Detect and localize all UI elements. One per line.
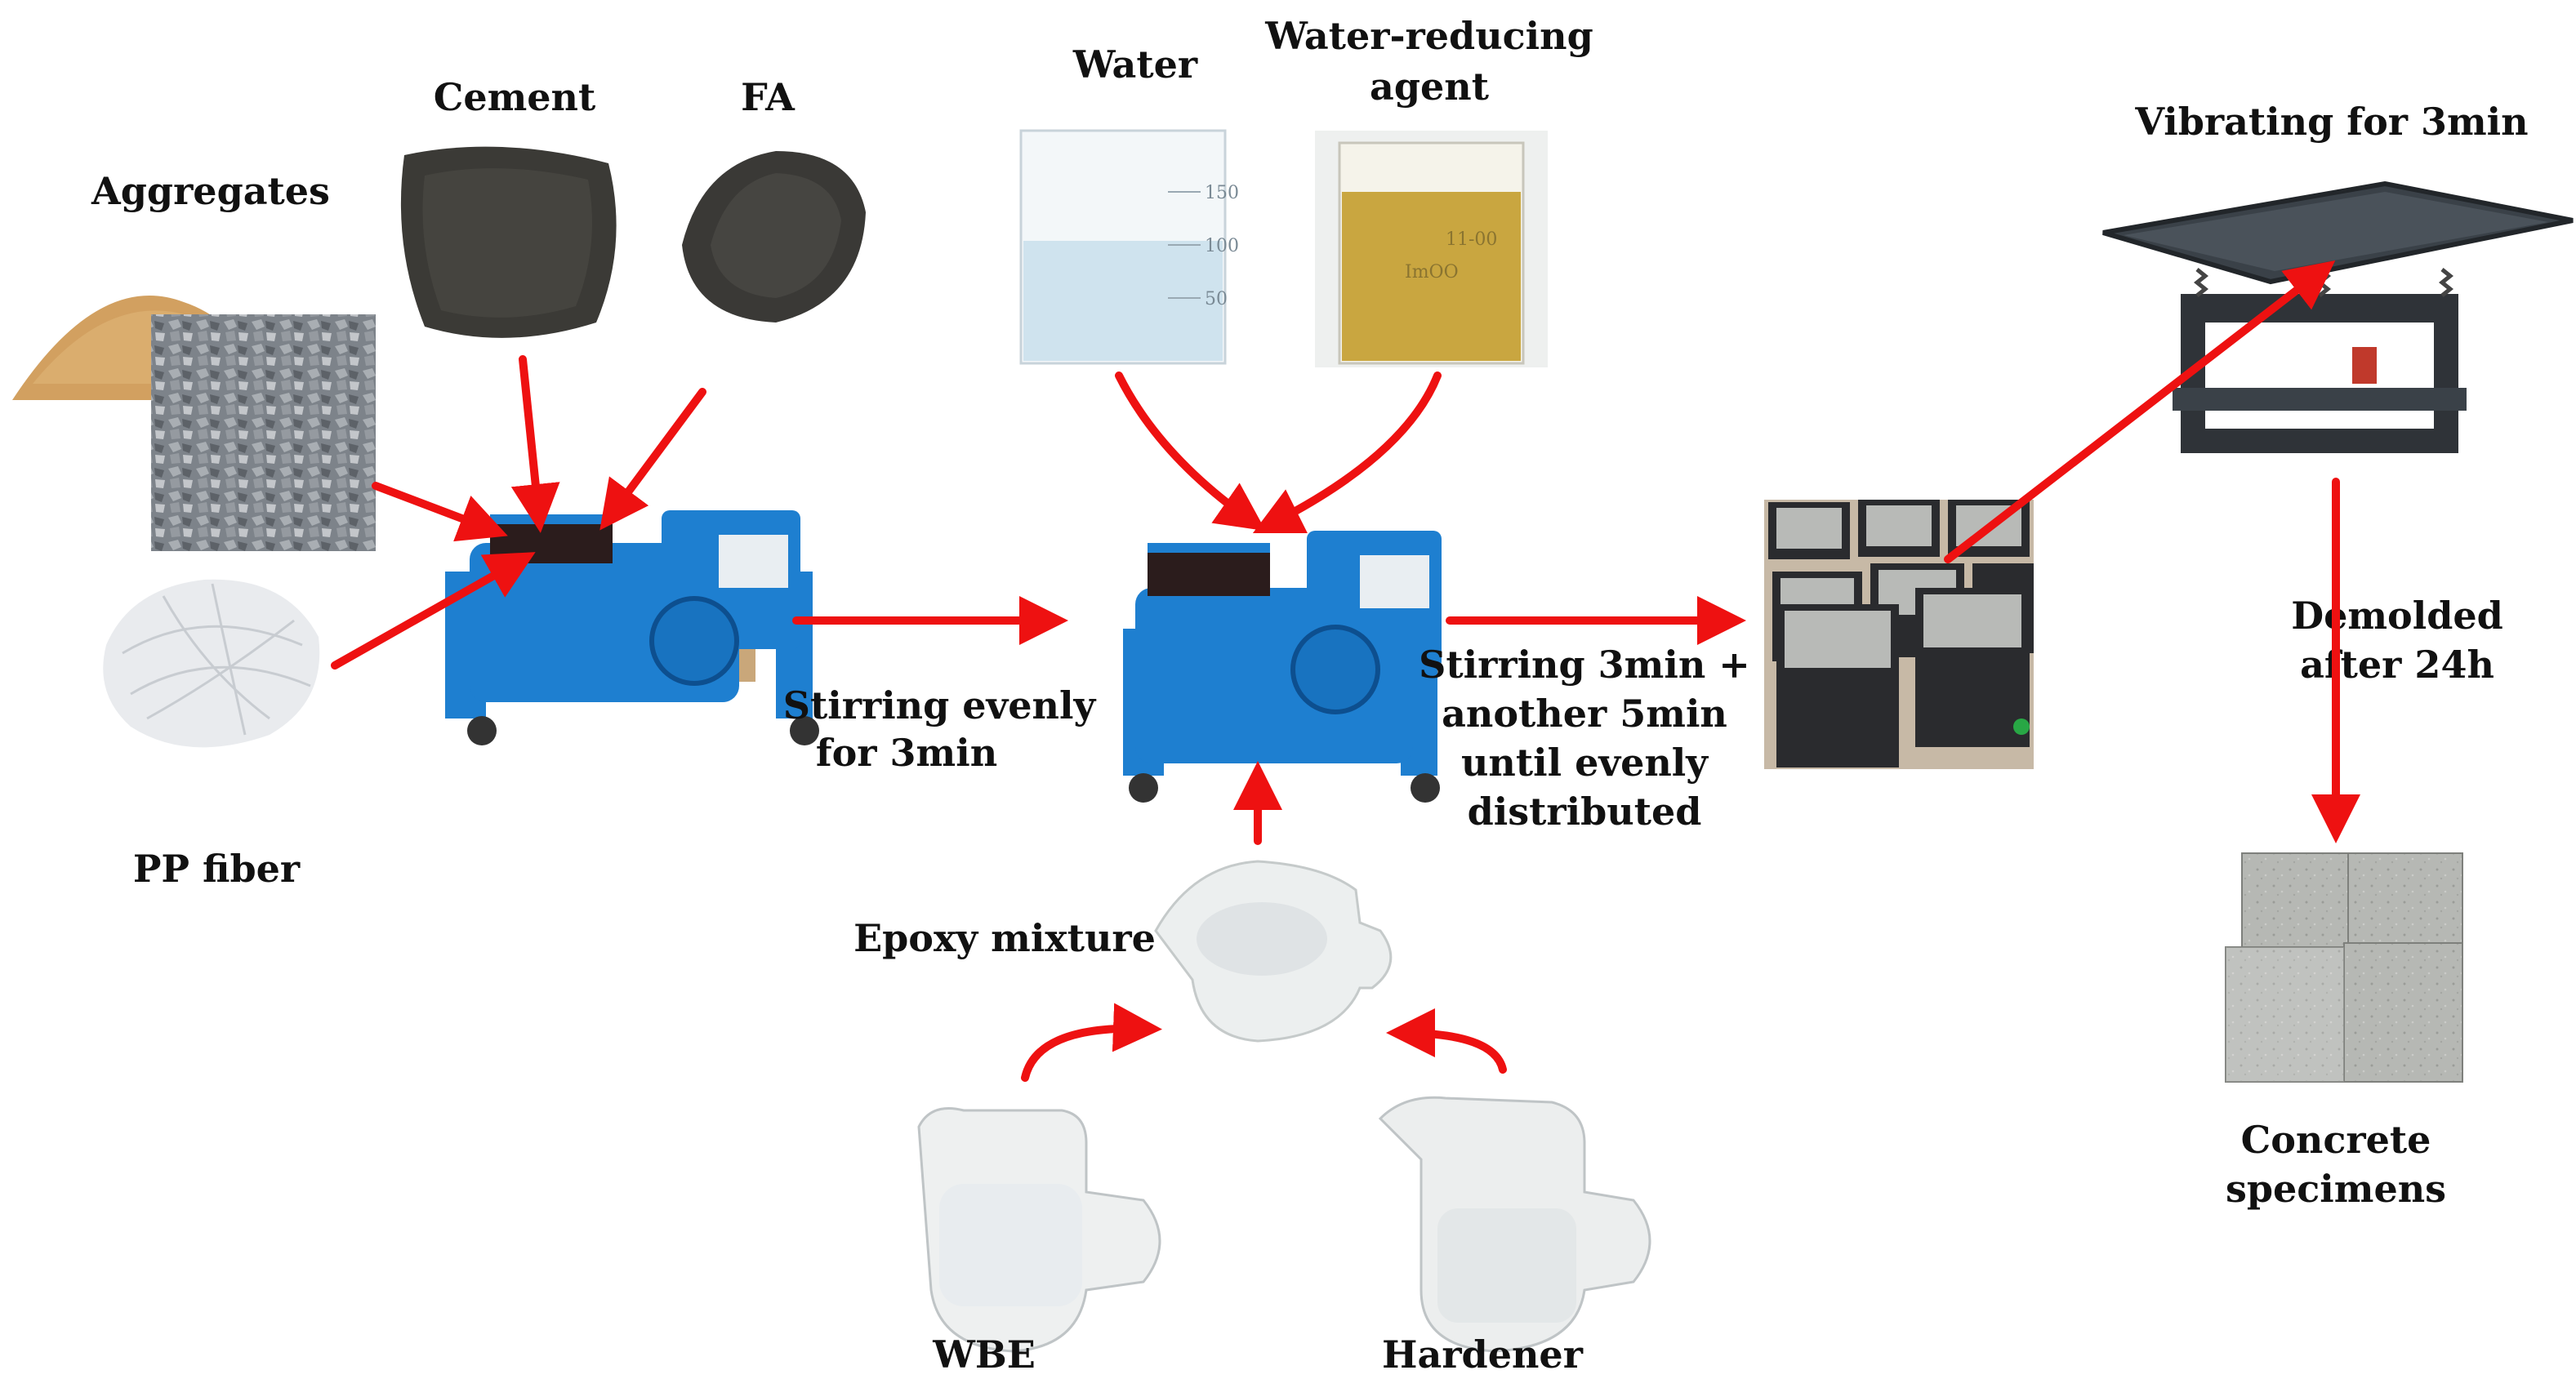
label-stirring-3min-4: distributed bbox=[1468, 790, 1702, 834]
label-concrete-1: Concrete bbox=[2241, 1118, 2431, 1162]
label-demolded-1: Demolded bbox=[2291, 594, 2503, 638]
water-beaker-image: 150 100 50 bbox=[1019, 129, 1239, 365]
arrow-cement-to-mixer bbox=[510, 355, 560, 533]
arrow-water-to-mixer bbox=[1115, 371, 1266, 532]
label-water-reducing-1: Water-reducing bbox=[1264, 14, 1593, 58]
gravel-pile bbox=[151, 314, 376, 551]
fa-image bbox=[682, 151, 866, 323]
arrow-agent-to-mixer bbox=[1252, 371, 1442, 534]
concrete-specimens-image bbox=[2225, 852, 2463, 1083]
agent-mark-2: ImOO bbox=[1405, 262, 1459, 282]
label-wbe: WBE bbox=[932, 1332, 1036, 1377]
label-hardener: Hardener bbox=[1382, 1332, 1584, 1377]
mold-front-row bbox=[1776, 588, 2030, 767]
label-stirring-3min-1: Stirring 3min + bbox=[1419, 643, 1750, 687]
label-concrete-2: specimens bbox=[2226, 1167, 2446, 1211]
water-liquid bbox=[1023, 241, 1223, 361]
wbe-cup-image bbox=[917, 1107, 1161, 1353]
label-fa: FA bbox=[741, 75, 796, 119]
water-mark-100: 100 bbox=[1205, 236, 1239, 256]
arrow-fiber-to-mixer bbox=[331, 552, 536, 670]
mixer-2-image bbox=[1123, 531, 1442, 803]
label-water: Water bbox=[1072, 42, 1198, 87]
arrow-molds-to-vibrating bbox=[1944, 260, 2336, 563]
flow-arrows bbox=[331, 260, 2360, 1082]
mold-back-row bbox=[1768, 500, 2030, 559]
label-stirring-3min-3: until evenly bbox=[1461, 741, 1709, 785]
agent-beaker-image: 11-00 ImOO bbox=[1315, 131, 1548, 367]
mixer-1-image bbox=[445, 510, 819, 745]
label-aggregates: Aggregates bbox=[91, 169, 330, 213]
aggregates-image bbox=[12, 296, 376, 551]
arrow-fa-to-mixer bbox=[599, 388, 706, 531]
label-demolded-2: after 24h bbox=[2300, 643, 2494, 687]
vibrating-table-image bbox=[2102, 180, 2574, 453]
label-cement: Cement bbox=[434, 75, 596, 119]
label-stirring-3min-2: another 5min bbox=[1442, 692, 1727, 736]
arrow-hardener-to-epoxy bbox=[1385, 1008, 1507, 1074]
label-water-reducing-2: agent bbox=[1370, 65, 1490, 109]
pp-fiber-image bbox=[103, 579, 320, 748]
hardener-cup-image bbox=[1378, 1096, 1651, 1353]
water-mark-150: 150 bbox=[1205, 183, 1239, 203]
arrow-wbe-to-epoxy bbox=[1021, 1003, 1162, 1082]
agent-liquid bbox=[1342, 192, 1521, 361]
label-pp-fiber: PP fiber bbox=[133, 847, 301, 891]
label-stirring-evenly-2: for 3min bbox=[816, 731, 997, 775]
molds-image bbox=[1764, 500, 2034, 769]
label-epoxy-mixture: Epoxy mixture bbox=[853, 916, 1156, 960]
cement-image bbox=[400, 146, 617, 338]
epoxy-mixture-cup-image bbox=[1154, 860, 1393, 1043]
label-stirring-evenly-1: Stirring evenly bbox=[783, 683, 1097, 727]
water-mark-50: 50 bbox=[1205, 289, 1228, 309]
agent-mark-1: 11-00 bbox=[1446, 229, 1497, 250]
label-vibrating: Vibrating for 3min bbox=[2134, 100, 2528, 144]
arrow-aggregates-to-mixer bbox=[372, 482, 508, 542]
